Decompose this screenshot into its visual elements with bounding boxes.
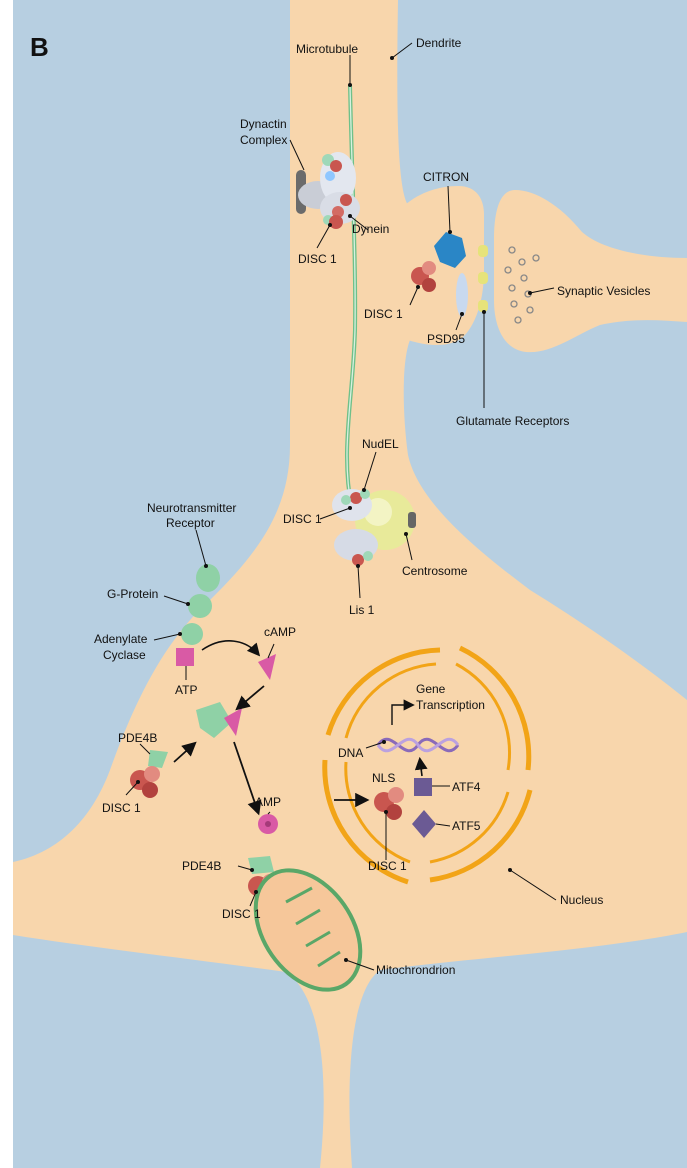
amp-label: AMP: [255, 795, 281, 809]
adenylate-label-line1: Adenylate: [94, 632, 148, 646]
disc1-dynein-icon: [329, 215, 343, 229]
receptor-label-line1: Neurotransmitter: [147, 501, 236, 515]
adenylate-label-line2: Cyclase: [103, 648, 146, 662]
psd95-label: PSD95: [427, 332, 465, 346]
microtubule-label: Microtubule: [296, 42, 358, 56]
dynactin-label-line2: Complex: [240, 133, 287, 147]
atf4-icon: [414, 778, 432, 796]
camp-label: cAMP: [264, 625, 296, 639]
glutamate-receptors-icon: [478, 245, 488, 312]
atp-label: ATP: [175, 683, 197, 697]
synaptic-vesicles-label: Synaptic Vesicles: [557, 284, 650, 298]
atf5-label: ATF5: [452, 819, 481, 833]
disc1-bottom-label: DISC 1: [222, 907, 261, 921]
disc1-synapse-label: DISC 1: [364, 307, 403, 321]
lis1-label: Lis 1: [349, 603, 375, 617]
disc1-left-label: DISC 1: [102, 801, 141, 815]
gene-label-line2: Transcription: [416, 698, 485, 712]
dynein-label: Dynein: [352, 222, 389, 236]
atp-icon: [176, 648, 194, 666]
citron-label: CITRON: [423, 170, 469, 184]
dna-label: DNA: [338, 746, 363, 760]
panel-label: B: [30, 32, 49, 62]
mitochondrion-label: Mitochrondrion: [376, 963, 455, 977]
left-margin: [0, 0, 13, 1168]
glutamate-receptors-label: Glutamate Receptors: [456, 414, 569, 428]
disc1-top-label: DISC 1: [298, 252, 337, 266]
disc1-nucleus-label: DISC 1: [368, 859, 407, 873]
pde4b-bottom-label: PDE4B: [182, 859, 221, 873]
g-protein-label: G-Protein: [107, 587, 158, 601]
disc1-centrosome-label: DISC 1: [283, 512, 322, 526]
amp-icon-center: [265, 821, 271, 827]
receptor-label-line2: Receptor: [166, 516, 215, 530]
nucleus-label: Nucleus: [560, 893, 603, 907]
gene-label-line1: Gene: [416, 682, 446, 696]
dendrite-label: Dendrite: [416, 36, 462, 50]
nls-label: NLS: [372, 771, 395, 785]
centrosome-label: Centrosome: [402, 564, 468, 578]
pde4b-left-label: PDE4B: [118, 731, 157, 745]
nudel-label: NudEL: [362, 437, 399, 451]
spine-head: [405, 186, 484, 345]
psd95-icon: [456, 273, 468, 317]
dynactin-label-line1: Dynactin: [240, 117, 287, 131]
atf4-label: ATF4: [452, 780, 481, 794]
